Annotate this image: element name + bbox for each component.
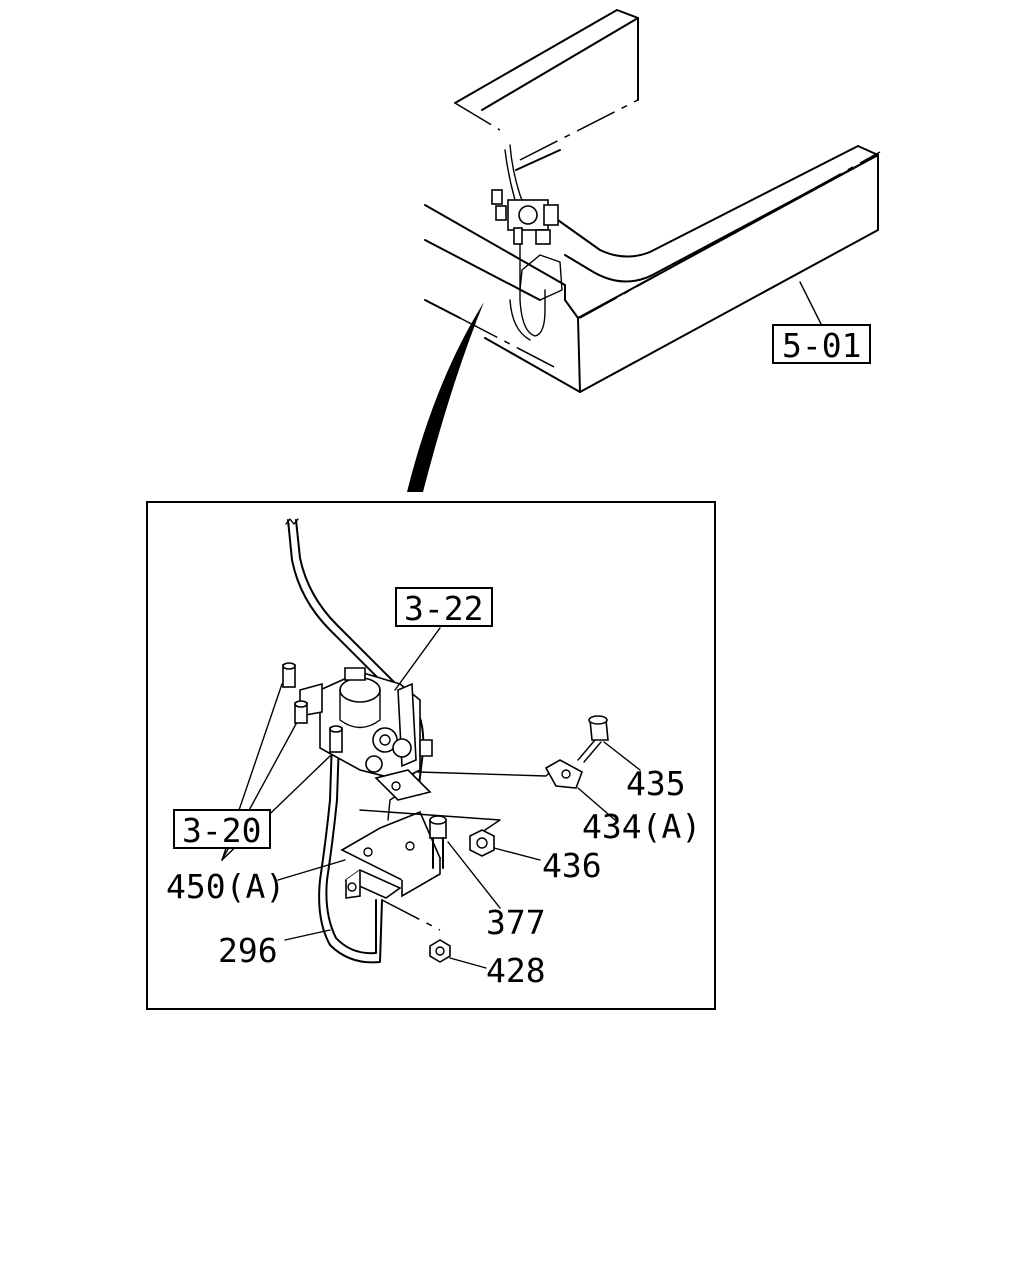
ref-box-3-22 — [395, 587, 493, 627]
detail-pointer-wedge — [407, 302, 484, 492]
detail-frame — [146, 501, 716, 1010]
ref-box-5-01 — [772, 324, 871, 364]
part-label-296: 296 — [218, 931, 278, 970]
detail-view: 3-22 3-20 435 434(A) 436 450(A) 377 296 … — [166, 518, 701, 990]
clip-434a — [544, 759, 583, 789]
ref-label-3-22: 3-22 — [404, 589, 483, 628]
part-label-377: 377 — [486, 903, 546, 942]
chassis-frame-overview: 5-01 — [424, 9, 881, 393]
part-label-428: 428 — [486, 951, 546, 990]
part-label-436: 436 — [542, 846, 602, 885]
bolt-377 — [429, 815, 447, 869]
nut-428 — [381, 899, 451, 963]
leader-5-01 — [799, 281, 823, 327]
ref-box-3-20 — [173, 809, 271, 849]
bolt-435 — [577, 715, 609, 763]
part-label-450a: 450(A) — [166, 867, 285, 906]
nut-436 — [469, 829, 495, 857]
bracket-450a — [340, 789, 442, 899]
ref-label-5-01: 5-01 — [782, 326, 861, 365]
valve-body — [282, 662, 433, 781]
ref-label-3-20: 3-20 — [182, 811, 261, 850]
part-label-434a: 434(A) — [582, 807, 701, 846]
part-label-435: 435 — [626, 764, 686, 803]
overview-valve-assembly — [491, 144, 563, 341]
